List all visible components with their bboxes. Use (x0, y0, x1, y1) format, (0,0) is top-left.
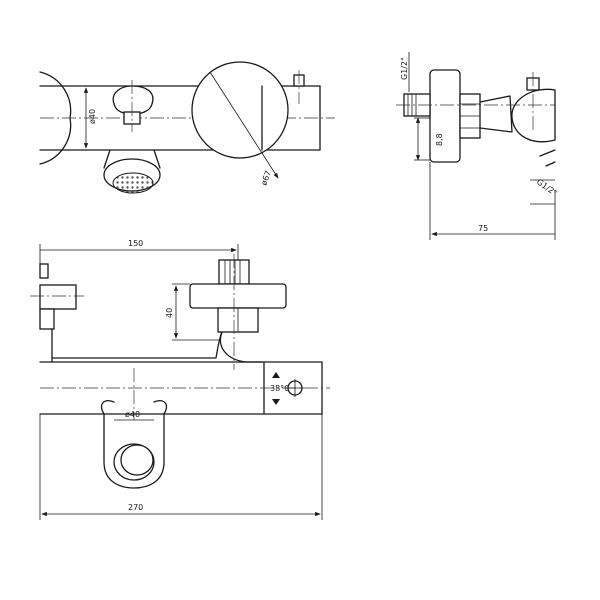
dim-diameter-40-top: ø40 (88, 109, 97, 124)
top-view: ø40 ø67 (39, 61, 335, 194)
temperature-down-arrow-icon (272, 399, 280, 405)
dim-height-8-8: 8,8 (435, 133, 444, 146)
front-view: 150 40 38°C (30, 239, 330, 520)
dim-total-width-270: 270 (128, 503, 143, 512)
dim-outlet-height-40: 40 (165, 308, 174, 318)
temperature-label: 38°C (270, 384, 290, 393)
dim-spout-diameter-40: ø40 (125, 410, 140, 419)
dim-diameter-67: ø67 (259, 169, 273, 186)
dim-thread-top: G1/2" (400, 57, 409, 80)
temperature-up-arrow-icon (272, 372, 280, 378)
dim-depth-75: 75 (478, 224, 488, 233)
side-view: G1/2" 8,8 G1/2" 75 (396, 52, 559, 240)
dim-outlet-distance-150: 150 (128, 239, 143, 248)
